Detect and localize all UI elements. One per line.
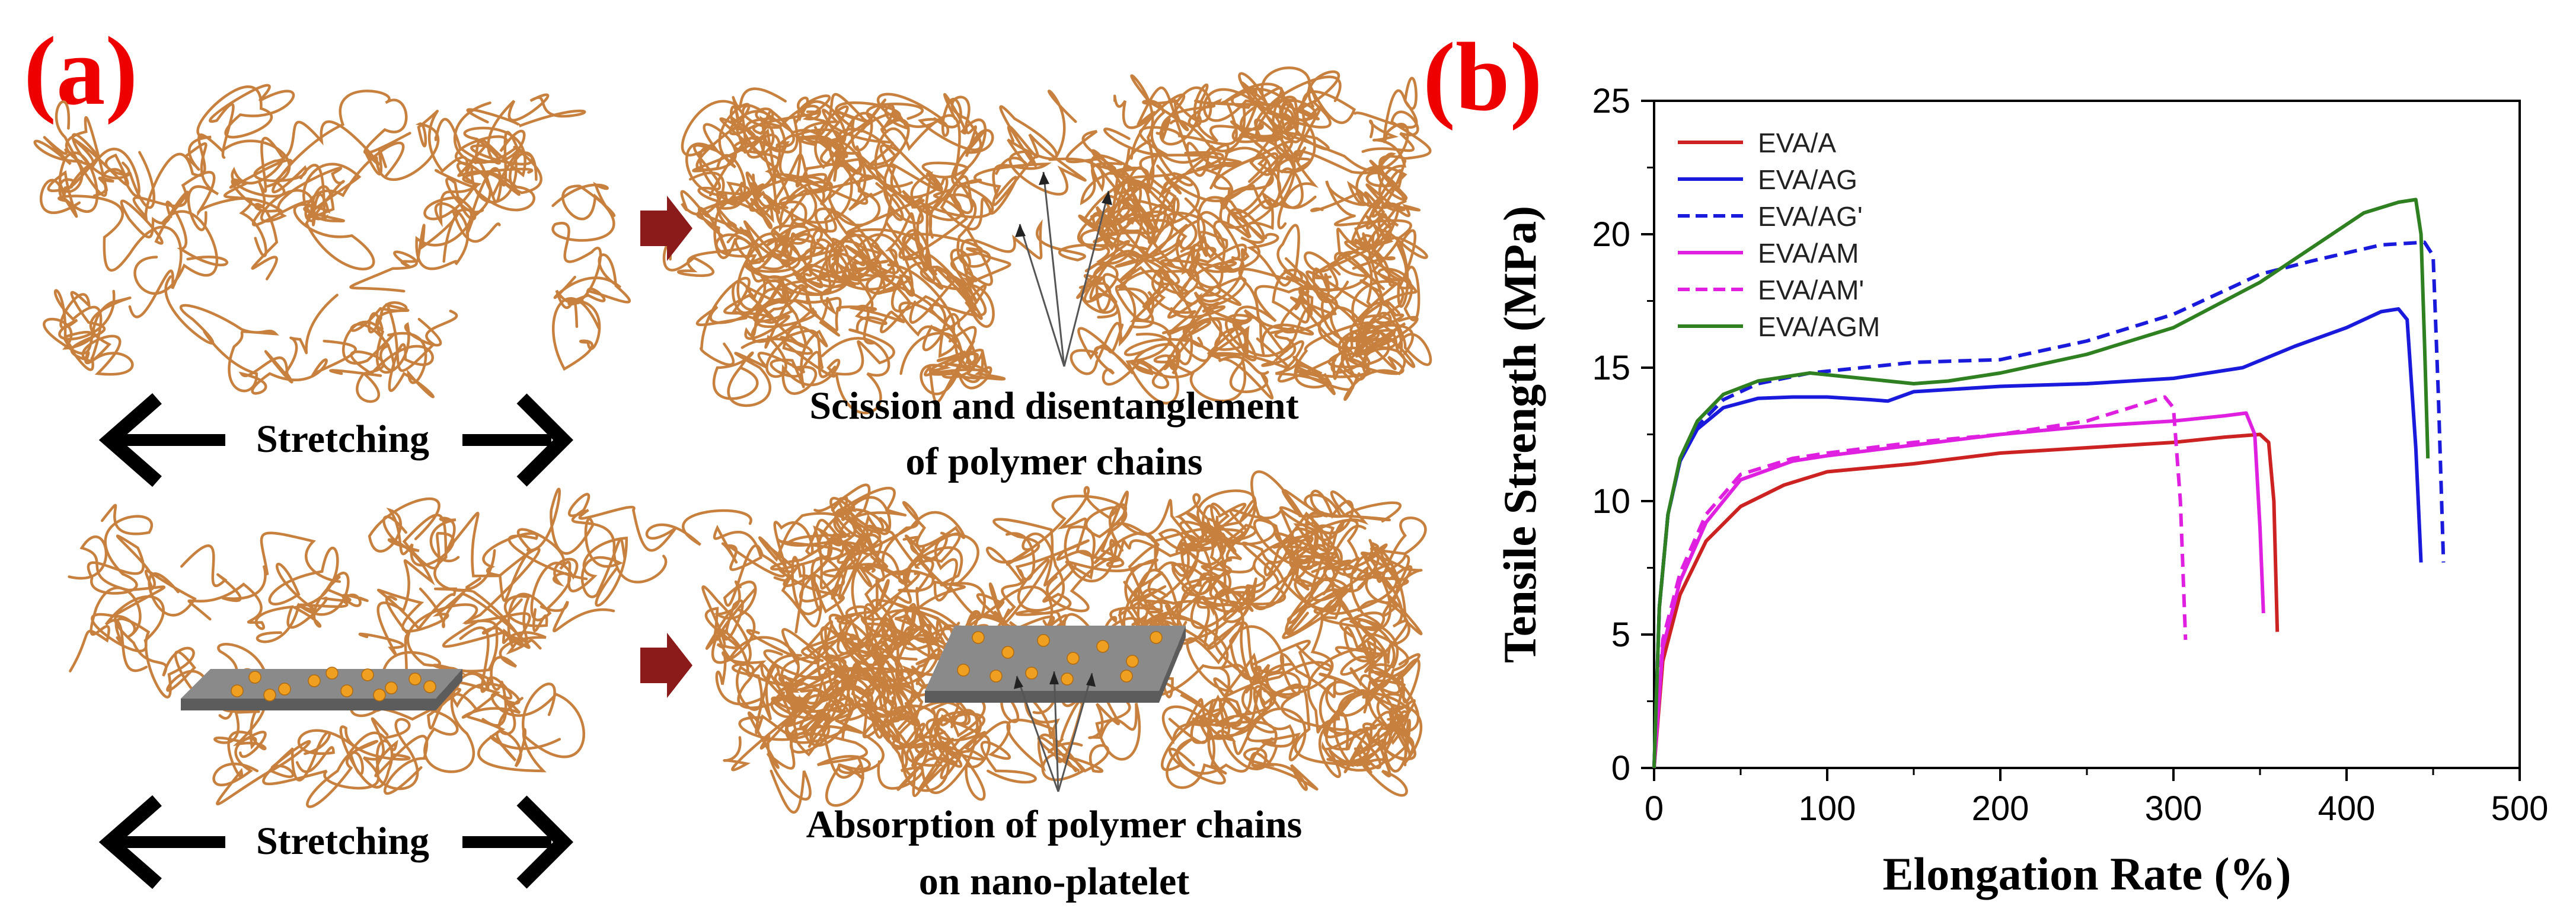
series-line-eva-am-: [1652, 395, 2188, 769]
stretching-label-top: Stretching: [256, 417, 429, 461]
absorption-caption-line2: on nano-platelet: [919, 860, 1190, 903]
polymer-tangle-top-right-right-half: [1065, 70, 1432, 405]
series-line-eva-agm: [1652, 197, 2430, 769]
axis-ticks: 0 100 200 300 400 500 0 5 10 15 20 25: [1592, 82, 2548, 828]
process-arrow-icon: [640, 633, 692, 698]
y-tick-label: 15: [1592, 349, 1630, 387]
x-tick-label: 0: [1645, 789, 1664, 828]
scission-caption-line1: Scission and disentanglement: [809, 384, 1298, 428]
panel-a-label: (a): [24, 17, 138, 125]
scission-pointers: [1015, 171, 1112, 367]
series-line-eva-am: [1652, 411, 2265, 769]
stretching-arrow-top: [98, 393, 573, 487]
polymer-tangle-top-right-left-half: [685, 93, 1011, 407]
y-tick-label: 5: [1611, 616, 1630, 654]
legend: EVA/A EVA/AG EVA/AG' EVA/AM EVA/AM' EVA/AGM: [1678, 128, 1880, 342]
process-arrow-icon: [640, 196, 692, 261]
y-tick-label: 0: [1611, 749, 1630, 788]
absorption-caption-line1: Absorption of polymer chains: [806, 803, 1303, 846]
y-tick-label: 20: [1592, 215, 1630, 254]
series-line-eva-a: [1652, 432, 2280, 769]
nano-particles-right: [957, 631, 1163, 686]
legend-entry: EVA/A: [1758, 128, 1836, 158]
x-axis-label: Elongation Rate (%): [1883, 848, 2291, 900]
legend-entry: EVA/AG': [1758, 201, 1863, 232]
legend-entry: EVA/AGM: [1758, 311, 1880, 342]
y-tick-label: 10: [1592, 482, 1630, 521]
y-axis-label: Tensile Strength (MPa): [1494, 206, 1546, 663]
scission-caption-line2: of polymer chains: [905, 440, 1202, 483]
y-tick-label: 25: [1592, 82, 1630, 120]
legend-entry: EVA/AM': [1758, 275, 1864, 305]
nano-particles-left: [231, 667, 436, 702]
x-tick-label: 200: [1972, 789, 2029, 828]
x-tick-label: 300: [2145, 789, 2202, 828]
x-tick-label: 500: [2491, 789, 2549, 828]
absorption-pointers: [1014, 671, 1096, 792]
stretching-label-bottom: Stretching: [256, 820, 429, 863]
nano-platelet-left: [181, 669, 462, 710]
panel-b-label: (b): [1423, 23, 1543, 131]
polymer-tangle-bottom-right-left-half: [701, 501, 991, 807]
legend-entry: EVA/AM: [1758, 238, 1859, 269]
series-layer: [1652, 197, 2446, 769]
panel-a: (a) Stretching: [24, 17, 1432, 903]
x-tick-label: 400: [2318, 789, 2376, 828]
stretching-arrow-bottom: [98, 795, 573, 890]
legend-entry: EVA/AG: [1758, 164, 1857, 195]
x-tick-label: 100: [1799, 789, 1856, 828]
